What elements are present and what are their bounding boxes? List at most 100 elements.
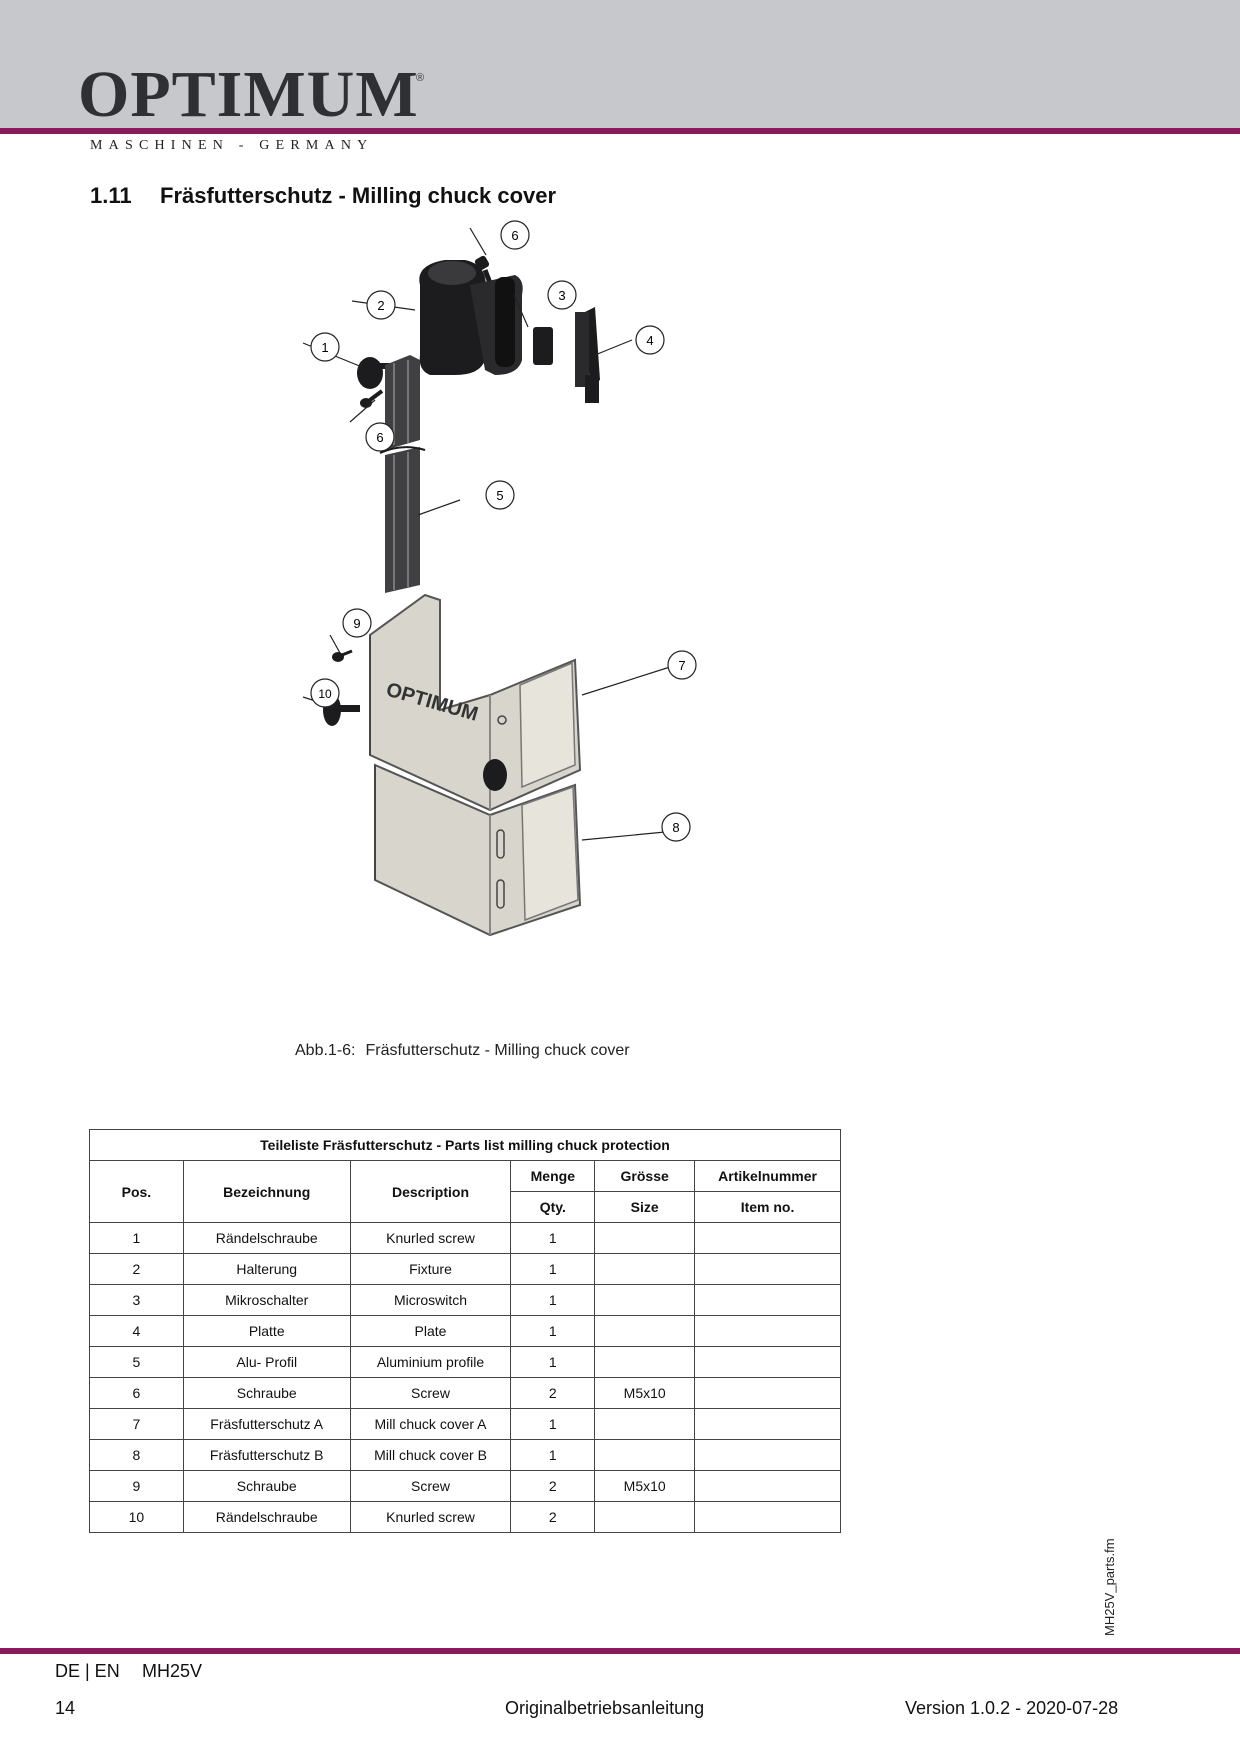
callout-4: 4 [635, 325, 665, 355]
cell-bezeichnung: Fräsfutterschutz A [182, 1408, 351, 1440]
plate-4 [575, 307, 600, 403]
footer-rule [0, 1648, 1240, 1654]
cell-size: M5x10 [594, 1377, 696, 1409]
header-description: Description [349, 1160, 512, 1223]
cell-item-no [694, 1501, 841, 1533]
cell-qty: 1 [510, 1222, 596, 1254]
cell-item-no [694, 1377, 841, 1409]
callout-2: 2 [366, 290, 396, 320]
table-row: 6 Schraube Screw 2 M5x10 [89, 1377, 841, 1409]
figure-caption-text: Fräsfutterschutz - Milling chuck cover [365, 1042, 630, 1059]
cell-size [594, 1346, 696, 1378]
cell-qty: 1 [510, 1253, 596, 1285]
header-item-no: Item no. [694, 1191, 841, 1223]
figure-caption: Abb.1-6: Fräsfutterschutz - Milling chuck… [295, 1042, 640, 1060]
cell-qty: 1 [510, 1315, 596, 1347]
cell-description: Knurled screw [349, 1222, 512, 1254]
callout-10: 10 [310, 678, 340, 708]
cell-bezeichnung: Rändelschraube [182, 1501, 351, 1533]
cell-bezeichnung: Platte [182, 1315, 351, 1347]
cell-bezeichnung: Halterung [182, 1253, 351, 1285]
cell-size [594, 1222, 696, 1254]
footer-document-type: Originalbetriebsanleitung [505, 1698, 705, 1718]
cell-size [594, 1501, 696, 1533]
table-row: 2 Halterung Fixture 1 [89, 1253, 841, 1285]
cell-item-no [694, 1408, 841, 1440]
cell-pos: 4 [89, 1315, 184, 1347]
cell-item-no [694, 1439, 841, 1471]
cell-size: M5x10 [594, 1470, 696, 1502]
screw-9 [332, 649, 353, 662]
svg-text:5: 5 [496, 488, 503, 503]
header-groesse: Grösse [594, 1160, 696, 1192]
footer-language: DE | EN [55, 1661, 120, 1681]
svg-text:8: 8 [672, 820, 679, 835]
cell-item-no [694, 1222, 841, 1254]
aluminium-profile-5 [379, 355, 426, 593]
cell-bezeichnung: Fräsfutterschutz B [182, 1439, 351, 1471]
section-number: 1.11 [90, 183, 132, 208]
section-title: Fräsfutterschutz - Milling chuck cover [160, 183, 557, 208]
exploded-view-drawing: OPTIMUM 6 2 [302, 220, 697, 1025]
mill-chuck-cover-b-8 [374, 763, 582, 937]
cell-bezeichnung: Schraube [182, 1470, 351, 1502]
svg-text:2: 2 [377, 298, 384, 313]
figure-caption-label: Abb.1-6: [295, 1042, 356, 1059]
cell-bezeichnung: Schraube [182, 1377, 351, 1409]
logo-subtitle: MASCHINEN - GERMANY [90, 138, 374, 153]
logo-registered-mark: ® [416, 72, 425, 84]
svg-text:10: 10 [318, 687, 332, 701]
leader-lines [302, 227, 671, 841]
header-artikelnummer: Artikelnummer [694, 1160, 841, 1192]
cell-pos: 10 [89, 1501, 184, 1533]
callout-7: 7 [667, 650, 697, 680]
cell-pos: 3 [89, 1284, 184, 1316]
cell-item-no [694, 1470, 841, 1502]
cell-size [594, 1408, 696, 1440]
cell-item-no [694, 1284, 841, 1316]
cell-item-no [694, 1253, 841, 1285]
callout-3: 3 [547, 280, 577, 310]
cell-description: Mill chuck cover B [349, 1439, 512, 1471]
table-row: 1 Rändelschraube Knurled screw 1 [89, 1222, 841, 1254]
source-file-label: MH25V_parts.fm [1102, 1538, 1117, 1636]
svg-text:6: 6 [511, 228, 518, 243]
cell-qty: 1 [510, 1439, 596, 1471]
table-row: 9 Schraube Screw 2 M5x10 [89, 1470, 841, 1502]
header-size: Size [594, 1191, 696, 1223]
cell-qty: 2 [510, 1501, 596, 1533]
callout-5: 5 [485, 480, 515, 510]
table-row: 7 Fräsfutterschutz A Mill chuck cover A … [89, 1408, 841, 1440]
header-qty: Qty. [510, 1191, 596, 1223]
cell-pos: 6 [89, 1377, 184, 1409]
parts-list-table: Teileliste Fräsfutterschutz - Parts list… [89, 1129, 841, 1533]
cell-description: Plate [349, 1315, 512, 1347]
table-row: 3 Mikroschalter Microswitch 1 [89, 1284, 841, 1316]
cell-description: Screw [349, 1470, 512, 1502]
table-row: 4 Platte Plate 1 [89, 1315, 841, 1347]
svg-text:1: 1 [321, 340, 328, 355]
cell-pos: 7 [89, 1408, 184, 1440]
cell-qty: 1 [510, 1346, 596, 1378]
header-rule [0, 128, 1240, 134]
cell-size [594, 1439, 696, 1471]
header-bezeichnung: Bezeichnung [182, 1160, 351, 1223]
header-pos: Pos. [89, 1160, 184, 1223]
cell-pos: 9 [89, 1470, 184, 1502]
cell-qty: 1 [510, 1284, 596, 1316]
cell-size [594, 1284, 696, 1316]
svg-text:4: 4 [646, 333, 653, 348]
cell-description: Screw [349, 1377, 512, 1409]
cell-description: Knurled screw [349, 1501, 512, 1533]
svg-text:9: 9 [353, 616, 360, 631]
cell-item-no [694, 1315, 841, 1347]
svg-text:6: 6 [376, 430, 383, 445]
callout-6-lower: 6 [365, 422, 395, 452]
cell-qty: 2 [510, 1377, 596, 1409]
table-row: 8 Fräsfutterschutz B Mill chuck cover B … [89, 1439, 841, 1471]
cell-item-no [694, 1346, 841, 1378]
cell-size [594, 1315, 696, 1347]
footer-version: Version 1.0.2 - 2020-07-28 [905, 1698, 1119, 1718]
callout-9: 9 [342, 608, 372, 638]
cell-bezeichnung: Mikroschalter [182, 1284, 351, 1316]
